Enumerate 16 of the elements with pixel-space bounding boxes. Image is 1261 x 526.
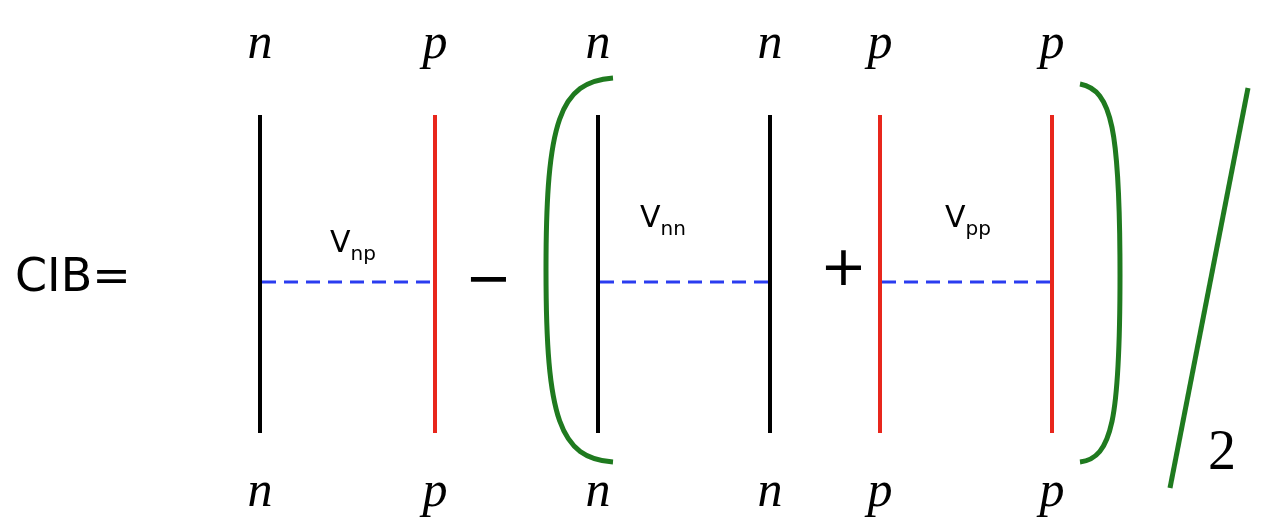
minus-sign: −: [465, 247, 512, 309]
plus-sign: +: [820, 235, 867, 297]
edge-label: V$_{nn}$: [640, 200, 686, 242]
particle-label: n: [756, 16, 784, 66]
particle-label: n: [584, 464, 612, 514]
divisor-number: 2: [1208, 420, 1236, 482]
dashed-line: [882, 280, 1050, 284]
formula-label: CIB=: [15, 250, 131, 301]
particle-label: n: [756, 464, 784, 514]
edge-label: V$_{np}$: [330, 225, 376, 267]
particle-label: n: [246, 464, 274, 514]
dashed-line: [262, 280, 433, 284]
dashed-line: [600, 280, 768, 284]
particle-label: n: [584, 16, 612, 66]
particle-label: n: [246, 16, 274, 66]
edge-label: V$_{pp}$: [945, 200, 991, 242]
